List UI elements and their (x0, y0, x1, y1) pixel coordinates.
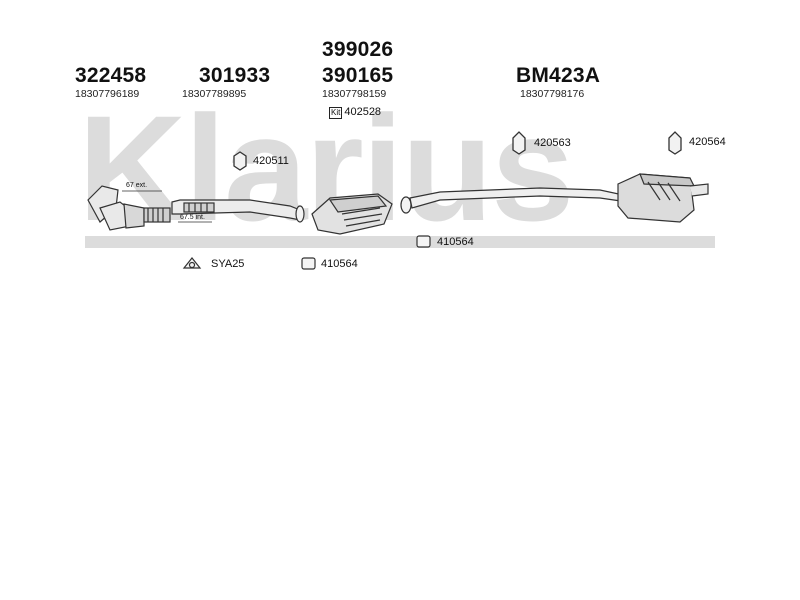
kit-number: 402528 (344, 106, 382, 118)
part-group-4: BM423A (516, 64, 600, 88)
front-pipe-part (171, 199, 305, 223)
part-group-3: 399026 (322, 38, 393, 62)
clamp-410564-label: 410564 (321, 258, 358, 270)
part-number: 390165 (322, 64, 394, 87)
oem-number: 18307789895 (182, 88, 247, 100)
part-number: 301933 (199, 64, 271, 87)
part-number: 399026 (322, 38, 394, 61)
gasket-icon (182, 257, 202, 269)
clamp-icon (301, 235, 431, 270)
mount-420564-label: 420564 (689, 136, 726, 148)
part-group-1: 322458 (75, 64, 146, 88)
watermark-bar (85, 236, 715, 248)
oem-number: 18307798176 (520, 88, 585, 100)
downpipe-part (87, 185, 171, 231)
dim-int-label: 67.5 int. (180, 214, 205, 221)
rear-pipe-part (400, 173, 709, 223)
oem-number: 18307796189 (75, 88, 140, 100)
mount-420511-label: 420511 (253, 155, 289, 167)
kit-icon: Kit (329, 107, 343, 119)
dim-ext-label: 67 ext. (126, 182, 148, 189)
mount-420563-label: 420563 (534, 137, 571, 149)
part-number: 322458 (75, 64, 147, 87)
oem-number: 18307798159 (322, 88, 387, 100)
rubber-mount-icon (233, 131, 682, 171)
part-group-2: 301933 (199, 64, 270, 88)
clamp-410564-label: 410564 (437, 236, 474, 248)
gasket-sya25-label: SYA25 (211, 258, 245, 270)
part-number: BM423A (516, 64, 601, 87)
catalyst-part (311, 193, 393, 235)
